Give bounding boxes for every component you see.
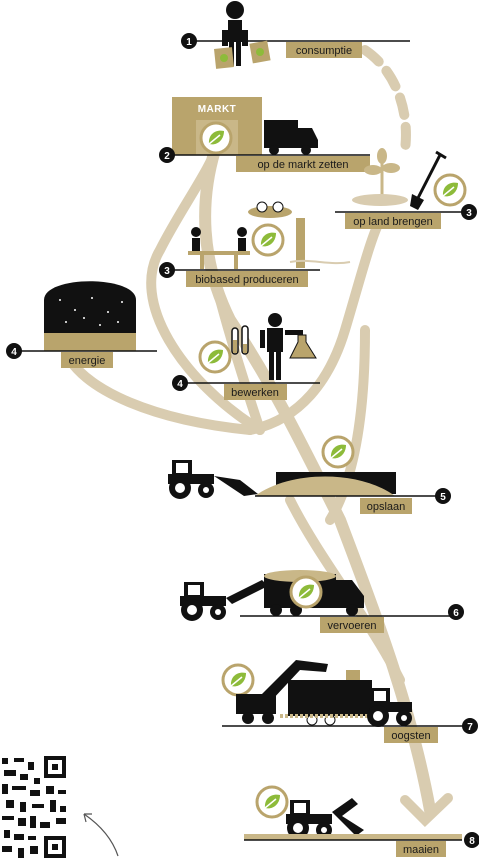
step-number: 4 <box>177 379 183 390</box>
leaf-badge-icon <box>435 175 465 205</box>
step-vervoeren: 6 vervoeren <box>180 570 464 633</box>
leaf-badge-icon <box>323 437 353 467</box>
leaf-badge-icon <box>291 577 321 607</box>
step-energie: 4 energie <box>6 281 157 368</box>
boat-icon <box>248 202 292 218</box>
step-label: maaien <box>403 844 439 856</box>
step-number: 4 <box>11 347 17 358</box>
step-number: 3 <box>466 208 472 219</box>
step-number: 2 <box>164 151 170 162</box>
step-label: vervoeren <box>328 620 377 632</box>
flask-icon <box>290 335 316 358</box>
step-op-de-markt-zetten: MARKT 2 op de markt zetten <box>159 97 370 172</box>
qr-code-icon[interactable] <box>0 754 68 859</box>
step-oogsten: 7 oogsten <box>222 660 478 743</box>
leaf-badge-icon <box>223 665 253 695</box>
leaf-badge-icon <box>201 123 231 153</box>
truck-icon <box>264 120 318 155</box>
digester-icon <box>44 281 136 333</box>
people-at-table-icon <box>188 227 250 269</box>
step-label: oogsten <box>391 730 430 742</box>
step-number: 3 <box>164 266 170 277</box>
step-label: opslaan <box>367 501 406 513</box>
tractor-icon <box>180 582 226 621</box>
step-label: biobased produceren <box>195 274 298 286</box>
tractor-icon <box>168 460 214 499</box>
leaf-badge-icon <box>257 787 287 817</box>
step-number: 5 <box>440 492 446 503</box>
step-number: 6 <box>453 608 459 619</box>
leaf-badge-icon <box>200 342 230 372</box>
curved-arrow-icon <box>84 814 118 856</box>
step-bewerken: 4 bewerken <box>172 313 320 400</box>
flow-dashed <box>365 50 406 150</box>
step-number: 7 <box>467 722 473 733</box>
tractor-icon <box>286 800 332 839</box>
step-label: op land brengen <box>353 216 433 228</box>
leaf-badge-icon <box>253 225 283 255</box>
market-sign: MARKT <box>198 104 237 115</box>
step-label: energie <box>69 355 106 367</box>
step-label: bewerken <box>231 387 279 399</box>
step-number: 1 <box>186 37 192 48</box>
step-label: op de markt zetten <box>257 159 348 171</box>
step-label: consumptie <box>296 45 352 57</box>
step-number: 8 <box>469 836 475 847</box>
step-biobased-produceren: 3 biobased produceren <box>159 202 350 287</box>
